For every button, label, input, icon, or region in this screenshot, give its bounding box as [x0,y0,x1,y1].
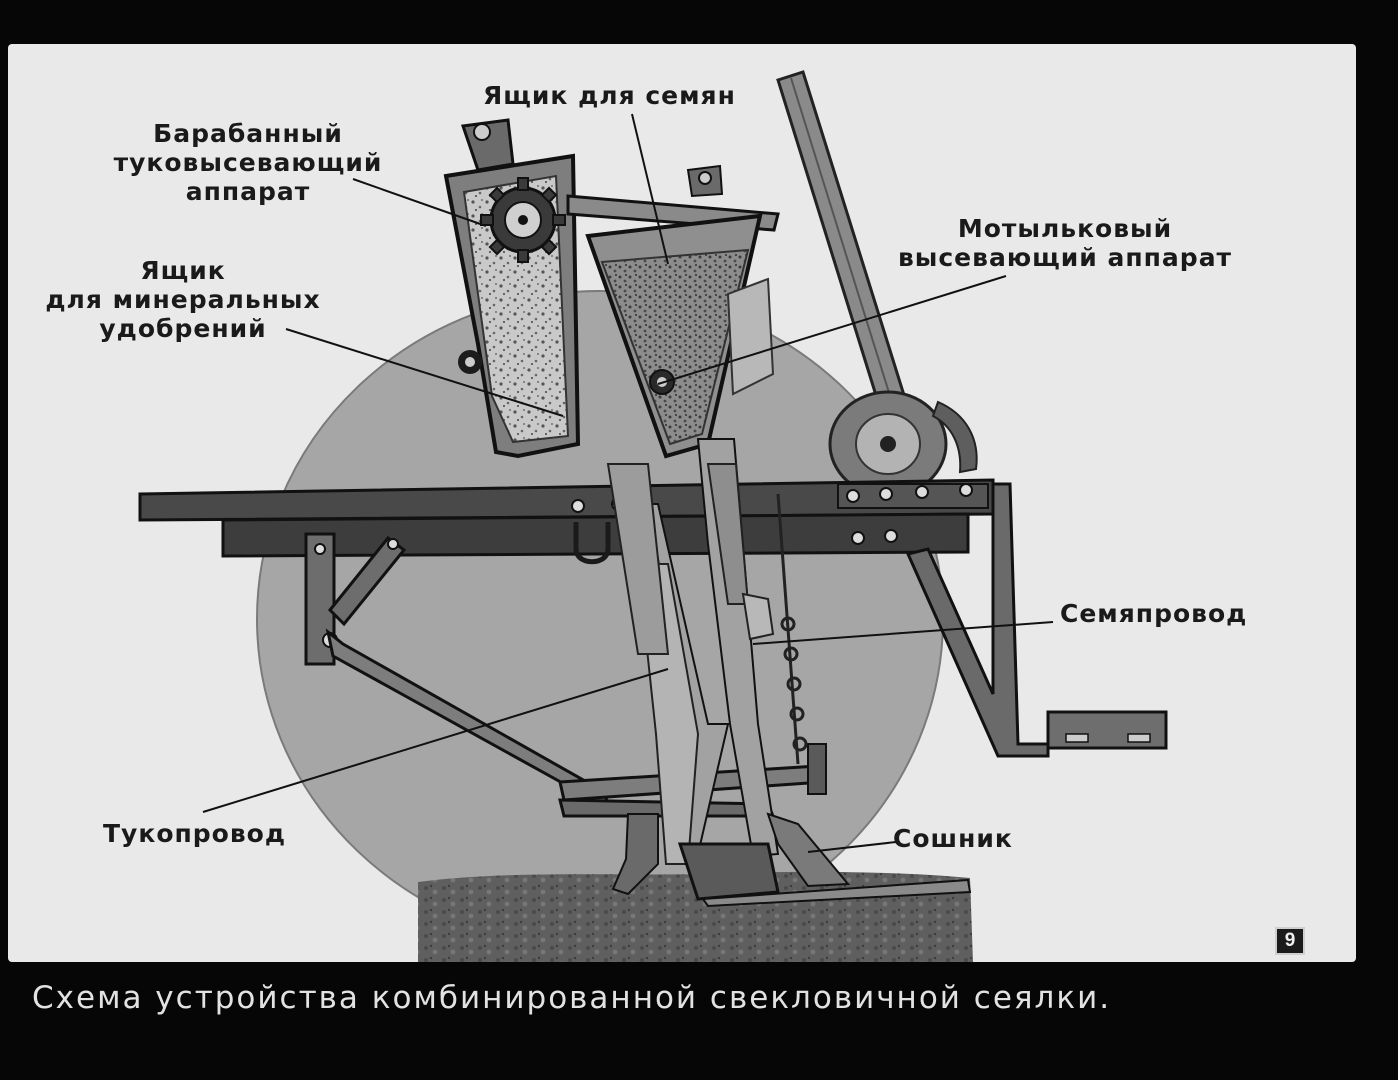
leader-lines [202,113,1054,853]
seed-tube [696,438,780,858]
label-coulter: Сошник [893,824,1013,853]
caption: Схема устройства комбинированной свеклов… [32,980,1112,1016]
drum-sowing-gear [480,177,566,263]
label-crank-line-2: высевающий аппарат [897,243,1233,272]
label-fertilizer-box: Ящик для минеральных удобрений [33,256,333,343]
label-seed-tube: Семяпровод [1060,599,1248,628]
label-seed-box: Ящик для семян [483,81,736,110]
label-drum-apparatus: Барабанный туковысевающий аппарат [103,119,393,206]
label-drum-line-1: Барабанный [153,119,343,148]
slide-frame: Ящик для семян Барабанный туковысевающий… [8,44,1356,962]
frame-beam [138,478,995,565]
coulter [611,812,972,908]
label-fertilizer-line-1: Ящик [140,256,226,285]
label-drum-line-2: туковысевающий [113,148,383,177]
label-crank-line-1: Мотыльковый [957,214,1173,243]
seed-box [585,213,775,459]
label-fertilizer-line-3: удобрений [99,314,267,343]
chain [776,493,808,765]
label-fertilizer-line-2: для минеральных [45,285,321,314]
label-crank-apparatus: Мотыльковый высевающий аппарат [880,214,1250,272]
seeder-diagram [138,70,1168,962]
label-fertilizer-tube: Тукопровод [103,819,287,848]
press-wheel [828,390,978,498]
slide-number: 9 [1275,927,1305,955]
hitch-bar [905,482,1168,758]
label-drum-line-3: аппарат [185,177,311,206]
